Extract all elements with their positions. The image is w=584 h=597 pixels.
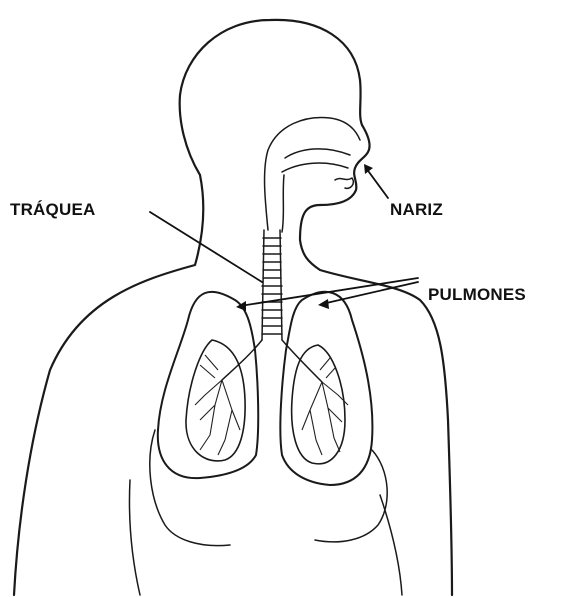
nariz-label: NARIZ: [390, 200, 443, 220]
throat-inner: [282, 175, 284, 232]
nasal-passage-lower: [282, 163, 348, 172]
nasal-passage-upper: [285, 149, 350, 158]
waist-line-left: [129, 480, 140, 595]
waist-line-right: [380, 495, 402, 595]
traquea-label: TRÁQUEA: [10, 200, 95, 220]
trachea: [262, 230, 282, 340]
pulmones-label: PULMONES: [428, 285, 526, 305]
nariz-pointer: [366, 168, 388, 198]
nasal-cavity: [265, 117, 360, 230]
traquea-pointer: [150, 212, 262, 282]
mouth: [335, 178, 353, 188]
